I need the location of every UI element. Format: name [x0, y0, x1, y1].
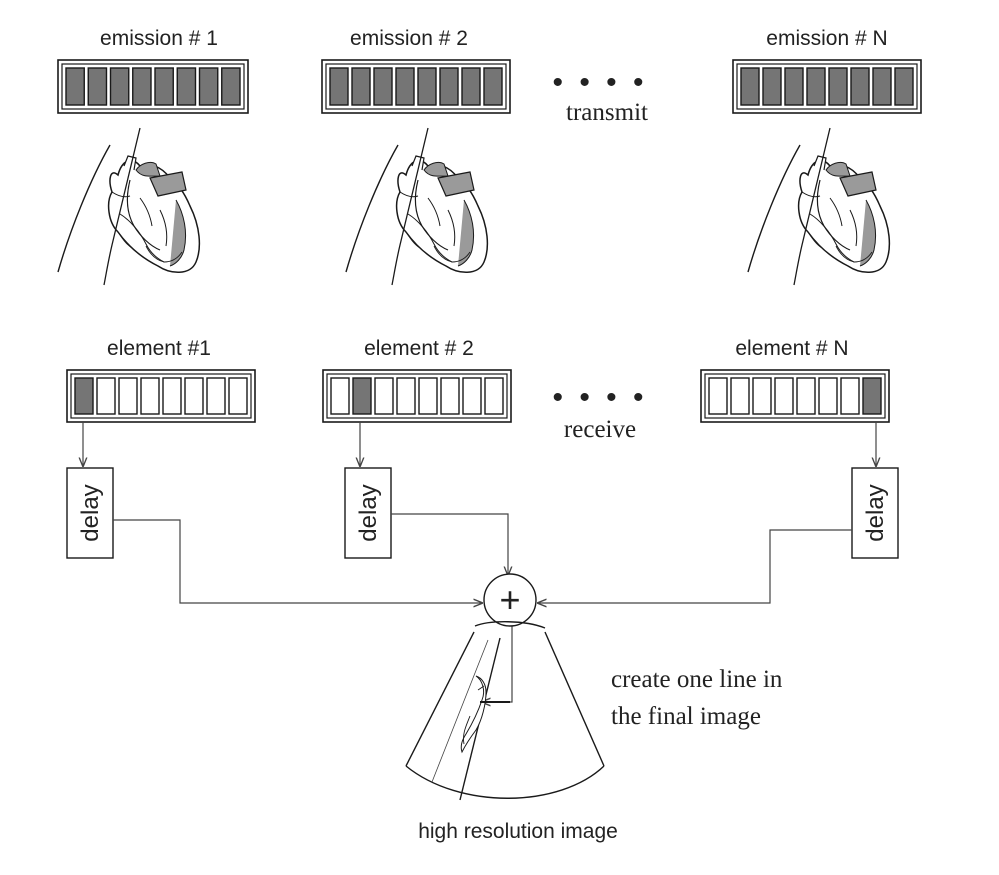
- transducer-element: [162, 377, 182, 415]
- transducer-element: [850, 67, 870, 106]
- receive-dots: • • • •: [552, 381, 647, 414]
- signal-arrows: [83, 422, 876, 702]
- transducer-element: [118, 377, 138, 415]
- transducer-array: [322, 369, 512, 423]
- transducer-element: [184, 377, 204, 415]
- sum-symbol: +: [499, 579, 520, 620]
- transducer-element: [74, 377, 94, 415]
- transducer-element: [740, 67, 760, 106]
- transducer-array: [321, 59, 511, 114]
- transducer-element: [462, 377, 482, 415]
- transducer-element: [329, 67, 349, 106]
- transducer-element: [176, 67, 197, 106]
- emission-group-1: emission # 1: [57, 27, 249, 286]
- array-inner-frame: [736, 63, 918, 110]
- transducer-element: [221, 67, 241, 106]
- array-frame: [732, 59, 922, 114]
- transducer-array: [66, 369, 256, 423]
- array-inner-frame: [61, 63, 245, 110]
- delay-box-1: delay: [66, 467, 114, 559]
- transmit-label: transmit: [566, 99, 648, 126]
- delay-label: delay: [77, 484, 104, 541]
- receive-label: receive: [564, 416, 636, 443]
- delay-box-2: delay: [344, 467, 392, 559]
- transducer-element: [396, 377, 416, 415]
- transducer-element: [752, 377, 772, 415]
- array-inner-frame: [326, 373, 508, 419]
- transducer-element: [154, 67, 174, 106]
- array-frame: [66, 369, 256, 423]
- transducer-element: [440, 377, 460, 415]
- element-group-n: element # N: [700, 337, 890, 423]
- transmit-dots: • • • •: [552, 66, 647, 99]
- transducer-array: [57, 59, 249, 114]
- array-inner-frame: [70, 373, 252, 419]
- emission-label: emission # 1: [100, 27, 218, 50]
- transducer-element: [109, 67, 130, 106]
- transducer-element: [806, 67, 826, 106]
- transducer-element: [784, 67, 804, 106]
- transducer-element: [439, 67, 459, 106]
- transducer-element: [774, 377, 794, 415]
- array-inner-frame: [325, 63, 507, 110]
- image-caption: high resolution image: [418, 820, 618, 843]
- array-inner-frame: [704, 373, 886, 419]
- summation-node: +: [483, 573, 537, 627]
- transducer-element: [65, 67, 85, 106]
- element-group-1: element #1: [66, 337, 256, 423]
- delay-box-n: delay: [851, 467, 899, 559]
- emission-group-2: emission # 2: [321, 27, 511, 286]
- transducer-element: [417, 67, 437, 106]
- transducer-element: [862, 377, 882, 415]
- delay-label: delay: [355, 484, 382, 541]
- element-group-2: element # 2: [322, 337, 512, 423]
- transducer-element: [374, 377, 394, 415]
- delay-label: delay: [862, 484, 889, 541]
- transducer-element: [132, 67, 152, 106]
- transducer-element: [418, 377, 438, 415]
- transducer-element: [796, 377, 816, 415]
- transducer-element: [140, 377, 160, 415]
- transducer-element: [894, 67, 914, 106]
- annotation-line-2: the final image: [611, 703, 761, 730]
- array-frame: [321, 59, 511, 114]
- element-label: element # 2: [364, 337, 474, 360]
- transducer-element: [351, 67, 371, 106]
- transducer-element: [87, 67, 108, 106]
- transducer-element: [206, 377, 226, 415]
- emission-label: emission # N: [766, 27, 887, 50]
- heart-image: [747, 127, 891, 286]
- transducer-element: [818, 377, 838, 415]
- heart-image: [57, 127, 201, 286]
- transducer-element: [330, 377, 350, 415]
- transducer-array: [732, 59, 922, 114]
- transducer-element: [461, 67, 481, 106]
- high-resolution-image: [405, 621, 605, 801]
- emission-group-n: emission # N: [732, 27, 922, 286]
- element-label: element #1: [107, 337, 211, 360]
- annotation-line-1: create one line in: [611, 666, 783, 693]
- heart-image: [345, 127, 489, 286]
- emission-label: emission # 2: [350, 27, 468, 50]
- transducer-element: [483, 67, 503, 106]
- transducer-element: [828, 67, 848, 106]
- transducer-element: [840, 377, 860, 415]
- transducer-array: [700, 369, 890, 423]
- transducer-element: [228, 377, 248, 415]
- transducer-element: [730, 377, 750, 415]
- array-frame: [322, 369, 512, 423]
- transducer-element: [872, 67, 892, 106]
- transducer-element: [484, 377, 504, 415]
- transducer-element: [708, 377, 728, 415]
- transducer-element: [395, 67, 415, 106]
- array-frame: [57, 59, 249, 114]
- transducer-element: [352, 377, 372, 415]
- transducer-element: [762, 67, 782, 106]
- element-label: element # N: [735, 337, 848, 360]
- transducer-element: [198, 67, 219, 106]
- transducer-element: [96, 377, 116, 415]
- transducer-element: [373, 67, 393, 106]
- array-frame: [700, 369, 890, 423]
